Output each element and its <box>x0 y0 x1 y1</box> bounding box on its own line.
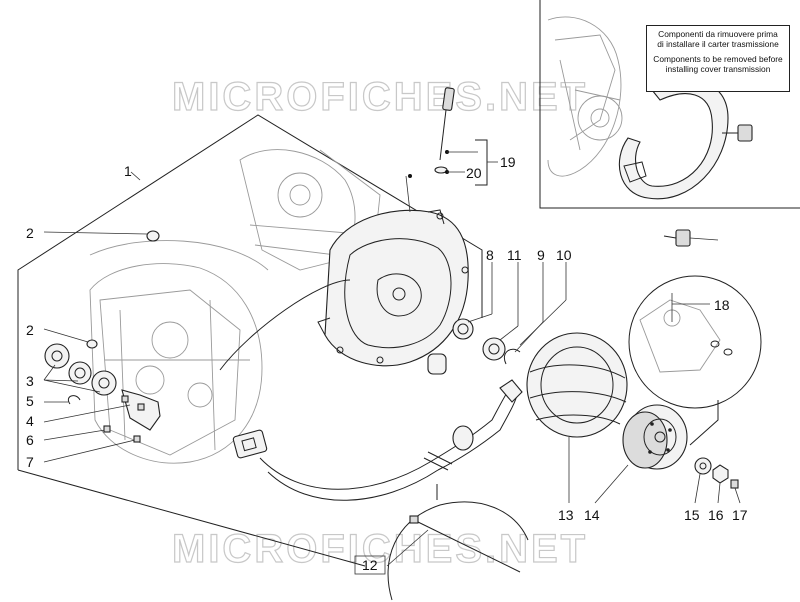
callout-12: 12 <box>362 557 378 573</box>
callout-8: 8 <box>486 247 494 263</box>
removal-note-box: Componenti da rimuovere prima di install… <box>646 25 790 92</box>
left-small-parts <box>43 230 161 463</box>
wiring-harness <box>219 279 523 501</box>
callout-3: 3 <box>26 373 34 389</box>
callout-16: 16 <box>708 507 724 523</box>
callout-7: 7 <box>26 454 34 470</box>
callout-14: 14 <box>584 507 600 523</box>
main-assembly-frame <box>17 114 483 567</box>
seals-and-bearings <box>427 262 567 375</box>
callout-1: 1 <box>124 163 132 179</box>
dipstick <box>434 87 498 186</box>
callout-20: 20 <box>466 165 482 181</box>
callout-5: 5 <box>26 393 34 409</box>
callout-18: 18 <box>714 297 730 313</box>
note-en-line1: Components to be removed before <box>653 54 783 64</box>
callout-10: 10 <box>556 247 572 263</box>
detail-circle <box>628 275 762 446</box>
callout-19: 19 <box>500 154 516 170</box>
callout-6: 6 <box>26 432 34 448</box>
fasteners <box>694 457 741 504</box>
crankcase-left <box>89 240 269 464</box>
note-en-line2: installing cover transmission <box>665 64 771 74</box>
watermark-bottom: MICROFICHES.NET <box>172 527 588 571</box>
callout-4: 4 <box>26 413 34 429</box>
callout-9: 9 <box>537 247 545 263</box>
watermark-top: MICROFICHES.NET <box>172 75 588 119</box>
callout-2a: 2 <box>26 225 34 241</box>
connector <box>232 429 268 459</box>
callout-2b: 2 <box>26 322 34 338</box>
callout-11: 11 <box>507 247 522 263</box>
flywheel-cover <box>317 209 469 367</box>
removed-components-inset <box>539 0 800 247</box>
rotor <box>594 404 688 504</box>
detail-circle-lower <box>386 484 529 601</box>
callout-13: 13 <box>558 507 574 523</box>
note-it-line1: Componenti da rimuovere prima <box>658 29 778 39</box>
note-it-line2: di installare il carter trasmissione <box>657 39 779 49</box>
knob-bottom <box>675 229 691 247</box>
knob-top <box>737 124 753 142</box>
stator <box>526 332 628 503</box>
callout-15: 15 <box>684 507 700 523</box>
callout-17: 17 <box>732 507 748 523</box>
